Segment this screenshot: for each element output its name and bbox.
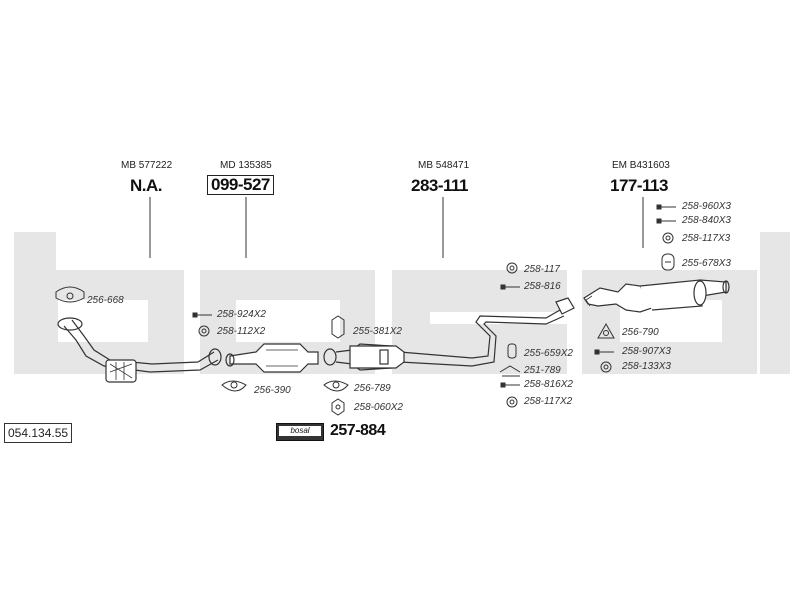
accessory-label: 258-907X3 [622, 346, 671, 357]
bolt-icon [656, 204, 676, 210]
washer-icon [662, 232, 674, 244]
gasket-icon [597, 322, 615, 339]
accessory-label: 256-789 [354, 383, 391, 394]
bolt-icon [192, 312, 212, 318]
accessory-label: 258-117 [524, 264, 560, 275]
oe-number: EM B431603 [612, 160, 670, 171]
bolt-icon [594, 349, 614, 355]
part-number: 177-113 [610, 176, 668, 195]
accessory-label: 258-133X3 [622, 361, 671, 372]
oe-number: MB 577222 [121, 160, 173, 171]
kit-number: 257-884 [330, 422, 386, 439]
washer-icon [506, 262, 518, 274]
nut-icon [600, 361, 612, 373]
accessory-label: 256-790 [622, 327, 659, 338]
catalog-number: 054.134.55 [4, 423, 73, 443]
bolt-icon [500, 382, 520, 388]
accessory-label: 255-678X3 [682, 258, 731, 269]
badge-label: bosal [279, 426, 321, 436]
gasket-icon [323, 380, 349, 392]
washer-icon [198, 325, 210, 337]
accessory-label: 251-789 [524, 365, 561, 376]
accessory-label: 258-112X2 [217, 326, 266, 337]
front-pipe [57, 317, 222, 383]
accessory-label: 258-060X2 [354, 402, 403, 413]
clamp-icon [499, 365, 521, 377]
accessory-label: 258-960X3 [682, 201, 731, 212]
accessory-label: 256-390 [254, 385, 291, 396]
bosal-badge: bosal [276, 423, 324, 441]
part-number: 283-111 [411, 176, 469, 195]
washer-icon [506, 396, 518, 408]
rubber-hanger-icon [507, 343, 517, 359]
accessory-label: 256-668 [87, 295, 124, 306]
accessory-label: 258-840X3 [682, 215, 731, 226]
oe-number: MD 135385 [220, 160, 272, 171]
accessory-label: 258-924X2 [217, 309, 266, 320]
accessory-label: 258-816X2 [524, 379, 573, 390]
accessory-label: 258-117X2 [524, 396, 573, 407]
bolt-icon [656, 218, 676, 224]
accessory-label: 255-381X2 [353, 326, 402, 337]
oe-number: MB 548471 [418, 160, 470, 171]
bolt-icon [500, 284, 520, 290]
part-number: 099-527 [207, 175, 274, 195]
accessory-label: 258-117X3 [682, 233, 731, 244]
rear-muffler [583, 279, 730, 313]
center-pipe [323, 297, 575, 371]
rubber-hanger-icon [661, 253, 675, 271]
part-number: N.A. [130, 176, 163, 195]
catalytic-converter [225, 343, 319, 373]
gasket-icon [221, 380, 247, 392]
accessory-label: 255-659X2 [524, 348, 573, 359]
nut-icon [331, 398, 345, 416]
rubber-hanger-icon [331, 315, 345, 339]
accessory-label: 258-816 [524, 281, 561, 292]
gasket-icon [55, 286, 85, 303]
